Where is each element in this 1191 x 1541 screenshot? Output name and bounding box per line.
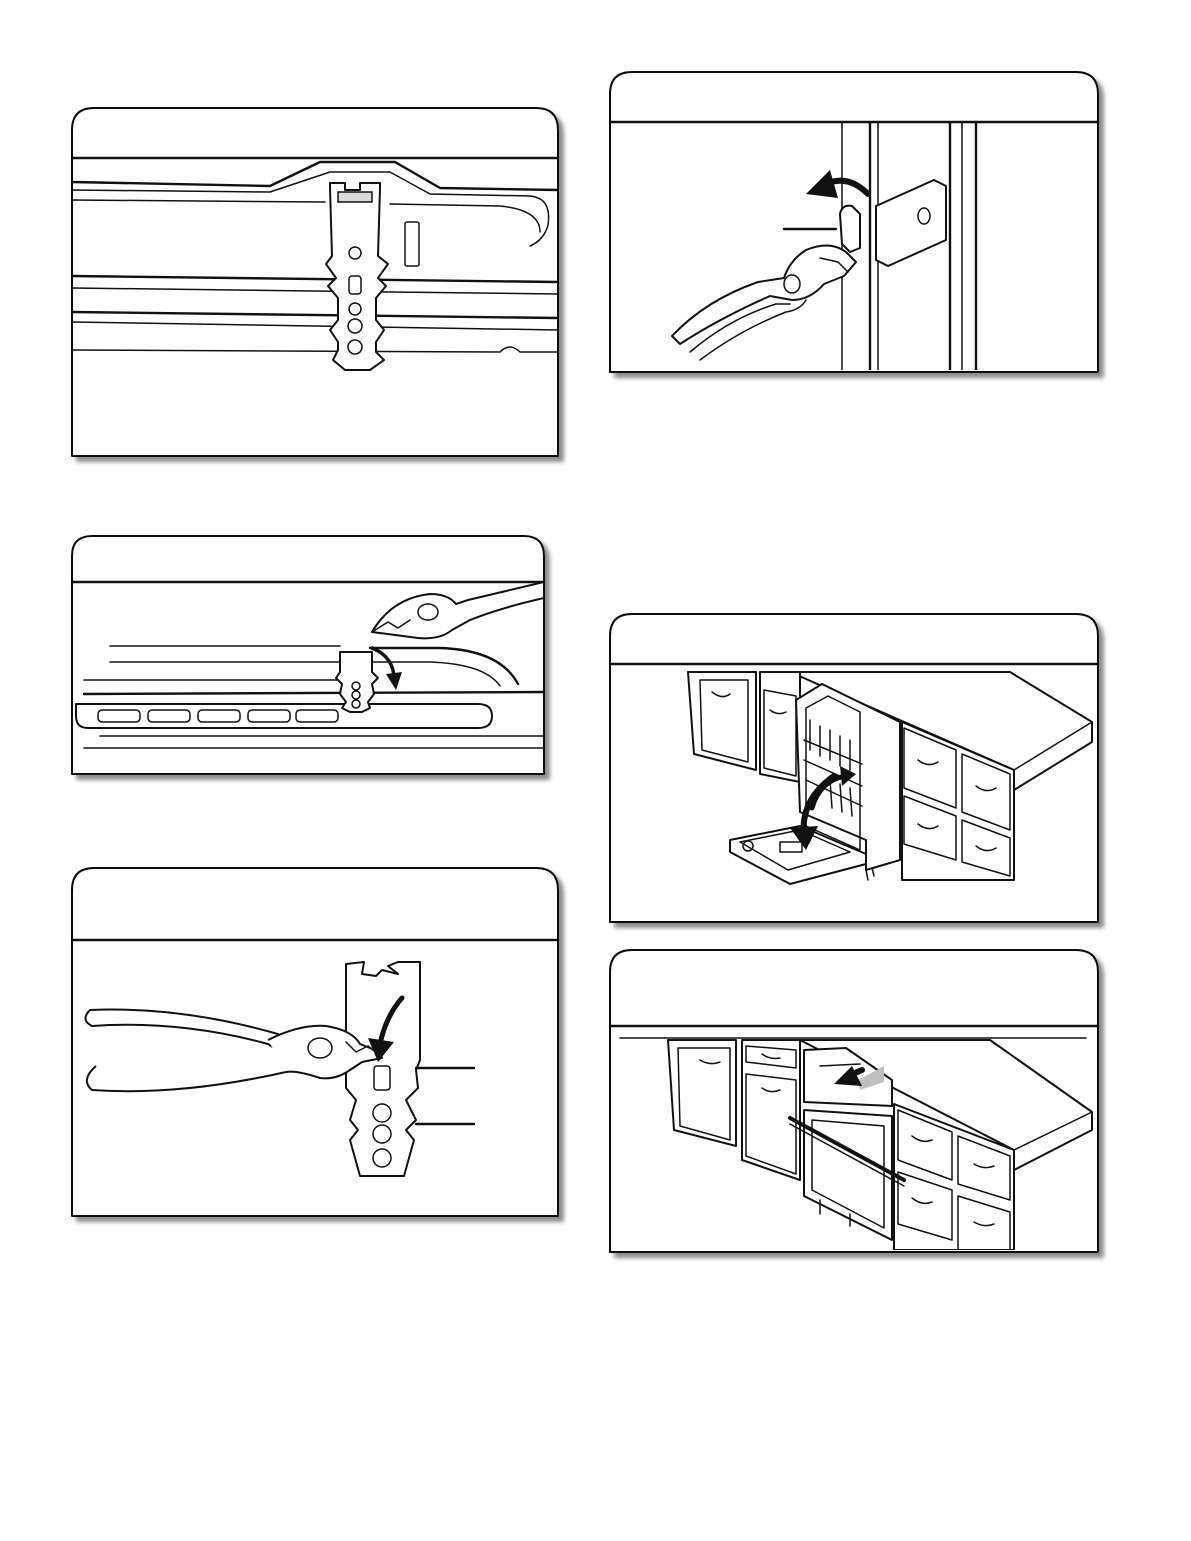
figure-bend-bracket-closeup: [72, 868, 558, 1216]
figure-open-door-check: [610, 614, 1098, 922]
figure-bend-side-bracket: [610, 72, 1098, 372]
figure-bend-bracket-top: [72, 536, 544, 774]
figure-bracket-on-frame: [72, 108, 558, 456]
figure-slide-into-opening: [610, 950, 1098, 1252]
